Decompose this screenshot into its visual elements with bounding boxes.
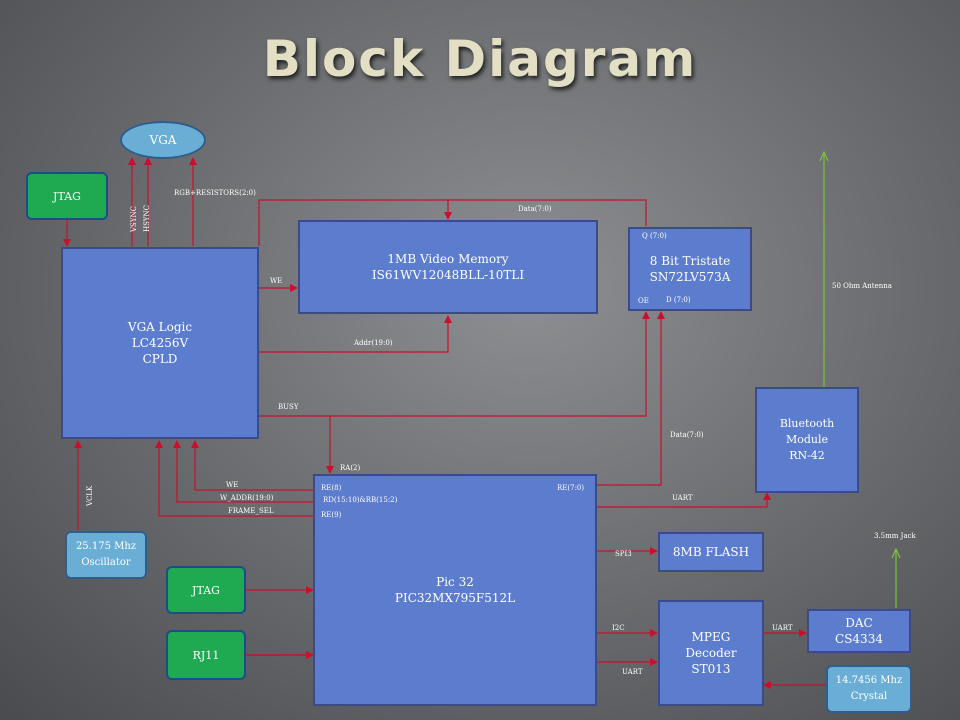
frame-sel-label: FRAME_SEL <box>228 507 274 515</box>
video-memory-block: 1MB Video Memory IS61WV12048BLL-10TLI <box>298 220 598 314</box>
rj11-label: RJ11 <box>192 648 220 662</box>
mpeg-line-3: ST013 <box>691 662 731 676</box>
vga-logic-block: VGA Logic LC4256V CPLD <box>61 247 259 439</box>
video-memory-line-2: IS61WV12048BLL-10TLI <box>371 268 525 282</box>
mpeg-block: MPEG Decoder ST013 <box>658 600 764 706</box>
bluetooth-line-2: Module <box>785 433 829 446</box>
uart-mpeg-label: UART <box>622 668 643 676</box>
video-memory-line-1: 1MB Video Memory <box>387 252 509 266</box>
tristate-block: 8 Bit Tristate SN72LV573A Q (7:0) OE D (… <box>628 227 752 311</box>
w-addr-label: W_ADDR(19:0) <box>220 494 274 502</box>
wire-frame-sel <box>155 440 313 517</box>
data-right-label: Data(7:0) <box>670 431 704 439</box>
hsync-label: HSYNC <box>143 204 151 232</box>
rgb-label: RGB+RESISTORS(2:0) <box>174 189 256 197</box>
wire-w-addr <box>173 440 313 503</box>
jack-label: 3.5mm Jack <box>874 532 916 540</box>
vga-port: VGA <box>120 121 206 159</box>
crystal-block: 14.7456 Mhz Crystal <box>826 665 912 713</box>
dac-line-1: DAC <box>845 616 873 630</box>
oscillator-block: 25.175 Mhz Oscillator <box>65 531 147 579</box>
tristate-line-2: SN72LV573A <box>649 270 731 284</box>
oscillator-line-1: 25.175 Mhz <box>75 541 137 552</box>
jtag-top-block: JTAG <box>26 172 108 220</box>
ra2-label: RA(2) <box>340 464 361 472</box>
antenna-label: 50 Ohm Antenna <box>832 282 892 290</box>
bluetooth-block: Bluetooth Module RN-42 <box>755 387 859 493</box>
tristate-d-label: D (7:0) <box>666 296 691 304</box>
data-top-label: Data(7:0) <box>518 205 552 213</box>
wire-addr <box>259 315 452 353</box>
pic32-block: Pic 32 PIC32MX795F512L RE(8) RD(15:10)&R… <box>313 474 597 706</box>
oscillator-line-2: Oscillator <box>81 557 131 568</box>
wire-we-bottom <box>191 440 313 491</box>
tristate-oe-label: OE <box>638 297 649 305</box>
wire-data-right <box>597 311 665 486</box>
busy-label: BUSY <box>278 403 299 411</box>
tristate-line-1: 8 Bit Tristate <box>649 254 731 268</box>
dac-line-2: CS4334 <box>835 632 883 646</box>
we-top-label: WE <box>270 277 283 285</box>
vga-label: VGA <box>149 133 177 147</box>
addr-label: Addr(19:0) <box>354 339 393 347</box>
tristate-q-label: Q (7:0) <box>642 232 667 240</box>
spi3-label: SPI3 <box>615 550 632 558</box>
jtag-bottom-label: JTAG <box>192 583 220 597</box>
we-bottom-label: WE <box>226 481 239 489</box>
wire-busy <box>259 311 650 417</box>
dac-block: DAC CS4334 <box>807 609 911 653</box>
vsync-label: VSYNC <box>130 206 138 232</box>
vclk-label: VCLK <box>86 485 94 506</box>
jtag-bottom-block: JTAG <box>166 566 246 614</box>
mpeg-line-1: MPEG <box>691 630 731 644</box>
rj11-block: RJ11 <box>166 630 246 680</box>
uart-dac-label: UART <box>772 624 793 632</box>
mpeg-line-2: Decoder <box>685 646 737 660</box>
rd-label: RD(15:10)&RB(15:2) <box>323 496 398 504</box>
wire-uart-bt <box>590 492 771 511</box>
bluetooth-line-3: RN-42 <box>789 449 825 462</box>
vga-logic-line-1: VGA Logic <box>127 320 193 334</box>
re8-label: RE(8) <box>321 484 342 492</box>
jtag-top-label: JTAG <box>53 189 81 203</box>
wire-data-top <box>258 199 647 246</box>
i2c-label: I2C <box>612 624 625 632</box>
uart-bt-label: UART <box>672 494 693 502</box>
pic32-line-2: PIC32MX795F512L <box>394 591 516 605</box>
re70-label: RE(7:0) <box>557 484 585 492</box>
flash-block: 8MB FLASH <box>658 532 764 572</box>
re9-label: RE(9) <box>321 511 342 519</box>
vga-logic-line-4: CPLD <box>142 352 178 366</box>
page-title: Block Diagram <box>262 30 698 88</box>
flash-label: 8MB FLASH <box>672 545 750 559</box>
bluetooth-line-1: Bluetooth <box>779 417 835 430</box>
crystal-line-1: 14.7456 Mhz <box>835 675 903 686</box>
pic32-line-1: Pic 32 <box>436 575 474 589</box>
vga-logic-line-3: LC4256V <box>131 336 189 350</box>
crystal-line-2: Crystal <box>850 691 888 702</box>
